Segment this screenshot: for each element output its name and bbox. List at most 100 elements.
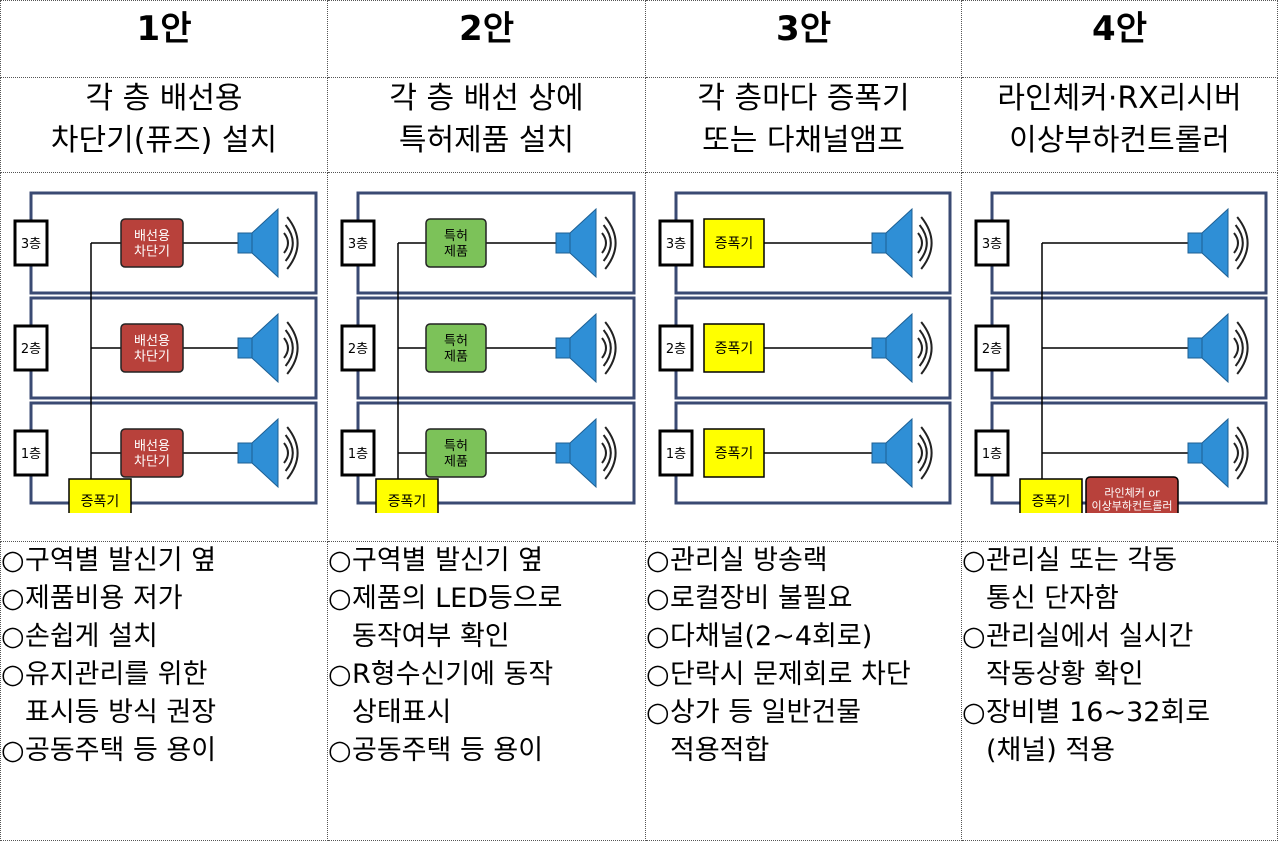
floor-label-box: [658, 429, 694, 477]
bullet-marker: ○: [646, 545, 670, 576]
bullet-text: 다채널(2~4회로): [670, 621, 873, 652]
speaker-icon: [871, 417, 933, 489]
amplifier-label: 증폭기: [81, 494, 120, 510]
controller-label: 이상부하컨트롤러: [1092, 498, 1173, 512]
floor-label-box: [974, 429, 1010, 477]
floor-label-box: [340, 429, 376, 477]
device-label: 특허: [444, 229, 468, 244]
bullet-marker: ○: [1, 621, 25, 652]
bullet-text: 공동주택 등 용이: [25, 735, 217, 766]
subtitle-line: 또는 다채널앰프: [702, 123, 905, 158]
subtitle-line: 라인체커·RX리시버: [997, 81, 1242, 116]
bullet-item: ○관리실에서 실시간: [962, 618, 1277, 656]
subtitle-line: 차단기(퓨즈) 설치: [50, 123, 278, 158]
bullet-text: 동작여부 확인: [352, 621, 510, 652]
subtitle-line: 각 층 배선 상에: [389, 81, 584, 116]
floor-label-box: [340, 219, 376, 267]
bullet-text: 상가 등 일반건물: [670, 697, 862, 728]
bullet-text: 구역별 발신기 옆: [352, 545, 544, 576]
floor-label-box: [13, 429, 49, 477]
bullet-item: ○관리실 또는 각동: [962, 542, 1277, 580]
bullet-item: ○제품비용 저가: [1, 580, 327, 618]
bullet-item: 작동상황 확인: [962, 656, 1277, 694]
bullet-item: ○R형수신기에 동작: [328, 656, 645, 694]
bullet-item: ○손쉽게 설치: [1, 618, 327, 656]
floor-label-box: [13, 219, 49, 267]
bullet-marker: ○: [328, 545, 352, 576]
bullet-text: 공동주택 등 용이: [352, 735, 544, 766]
controller-label: 라인체커 or: [1104, 486, 1160, 499]
device-label: 특허: [444, 334, 468, 349]
device-label: 제품: [444, 244, 468, 259]
bullet-item: ○상가 등 일반건물: [646, 694, 961, 732]
bullet-item: ○다채널(2~4회로): [646, 618, 961, 656]
floor-label-box: [13, 324, 49, 372]
device-label: 차단기: [134, 454, 170, 469]
subtitle-row: 각 층 배선용 차단기(퓨즈) 설치 각 층 배선 상에 특허제품 설치 각 층…: [0, 77, 1278, 173]
bullet-item: 표시등 방식 권장: [1, 694, 327, 732]
amplifier-box: [703, 218, 765, 268]
speaker-icon: [1187, 312, 1249, 384]
bullet-text: 로컬장비 불필요: [670, 583, 853, 614]
speaker-icon: [555, 312, 617, 384]
bullet-marker: ○: [328, 659, 352, 690]
subtitle-line: 특허제품 설치: [398, 123, 575, 158]
amplifier-label: 증폭기: [715, 341, 754, 357]
device-label: 배선용: [134, 439, 170, 454]
bullet-item: (채널) 적용: [962, 732, 1277, 770]
device-box: [120, 218, 184, 268]
bullet-marker: ○: [962, 545, 986, 576]
bullet-text: 유지관리를 위한: [25, 659, 208, 690]
floor-label: 1층: [666, 447, 686, 462]
floor-label: 1층: [21, 447, 41, 462]
speaker-icon: [237, 417, 299, 489]
bullet-text: 적용적합: [670, 735, 770, 766]
bullet-item: ○장비별 16~32회로: [962, 694, 1277, 732]
bullet-text: 단락시 문제회로 차단: [670, 659, 911, 690]
device-box: [425, 428, 487, 478]
floor-label-box: [658, 219, 694, 267]
floor-label-box: [340, 324, 376, 372]
bullet-text: 관리실 방송랙: [670, 545, 828, 576]
bullet-text: 손쉽게 설치: [25, 621, 158, 652]
floor-label-box: [974, 219, 1010, 267]
speaker-icon: [237, 312, 299, 384]
speaker-icon: [1187, 207, 1249, 279]
floor-label: 3층: [21, 237, 41, 252]
subtitle-line: 각 층마다 증폭기: [697, 81, 910, 116]
speaker-icon: [237, 207, 299, 279]
option-title: 2안: [327, 0, 646, 78]
floor-label-box: [658, 324, 694, 372]
amplifier-label: 증폭기: [1032, 494, 1071, 510]
amplifier-label: 증폭기: [715, 446, 754, 462]
bullet-item: ○제품의 LED등으로: [328, 580, 645, 618]
device-label: 배선용: [134, 334, 170, 349]
title-row: 1안 2안 3안 4안: [0, 0, 1278, 78]
option-subtitle: 각 층 배선 상에 특허제품 설치: [327, 77, 646, 173]
amplifier-label: 증폭기: [715, 236, 754, 252]
floor-label: 2층: [348, 342, 368, 357]
floor-label: 2층: [21, 342, 41, 357]
bullet-item: ○로컬장비 불필요: [646, 580, 961, 618]
speaker-icon: [871, 207, 933, 279]
bullet-marker: ○: [646, 583, 670, 614]
option-title: 1안: [0, 0, 328, 78]
bullet-text: 상태표시: [352, 697, 452, 728]
device-box: [425, 323, 487, 373]
bullet-text: 장비별 16~32회로: [986, 697, 1211, 728]
device-box: [425, 218, 487, 268]
floor-label: 1층: [982, 447, 1002, 462]
device-label: 차단기: [134, 349, 170, 364]
bullet-item: 상태표시: [328, 694, 645, 732]
